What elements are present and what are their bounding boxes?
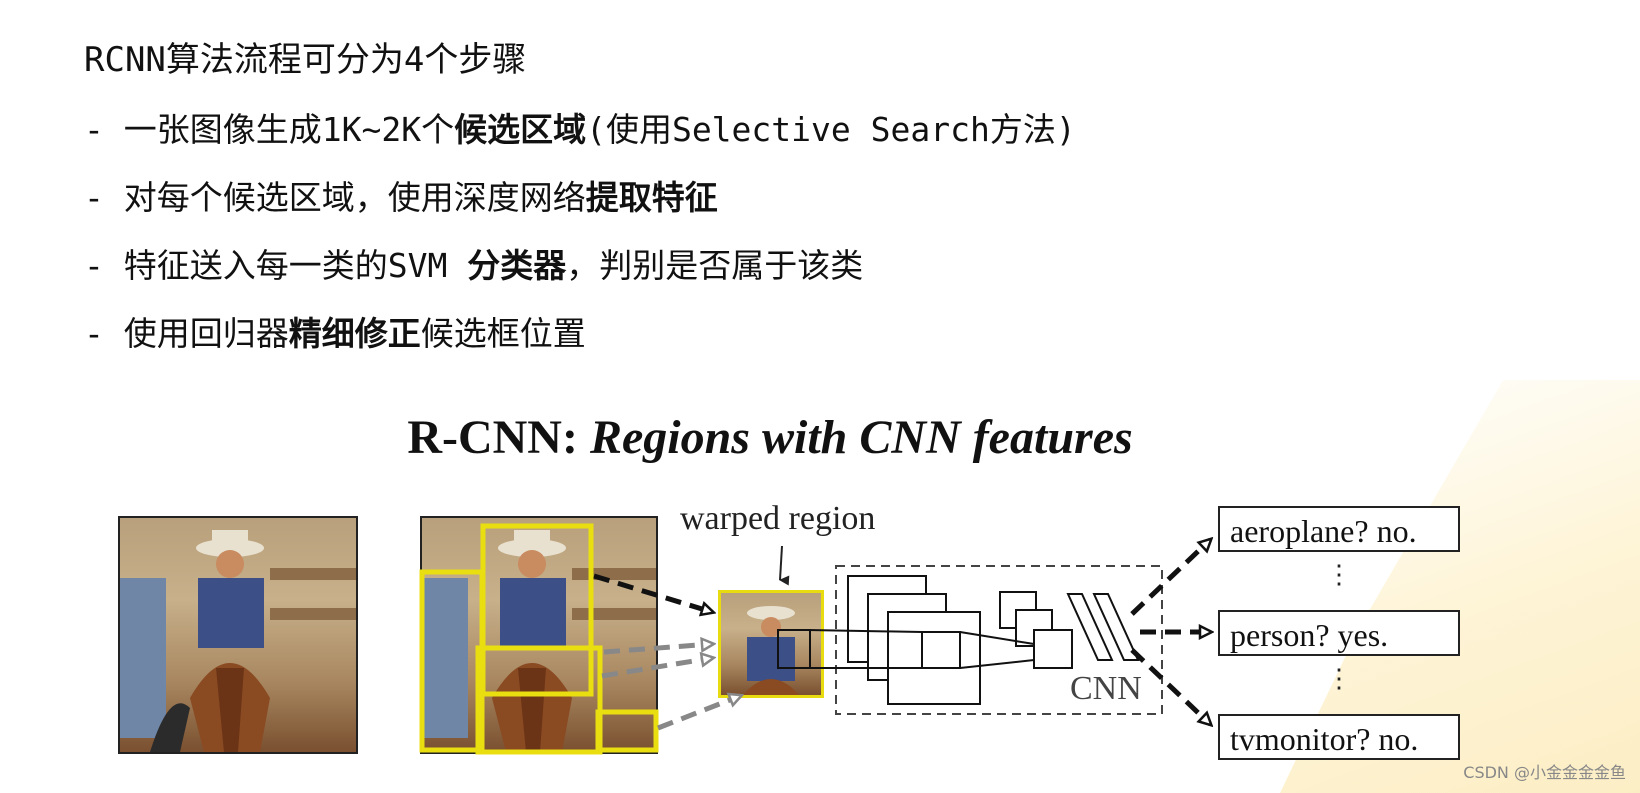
arrow-out-aeroplane xyxy=(1132,540,1210,614)
proposal-box-person xyxy=(483,526,591,694)
arrow-proposal-3 xyxy=(602,658,712,676)
warped-pointer-arrow xyxy=(780,546,782,580)
arrow-proposal-4 xyxy=(658,696,740,728)
warped-kernel xyxy=(778,630,810,668)
arrow-out-tvmonitor xyxy=(1132,650,1210,724)
watermark: CSDN @小金金金金鱼 xyxy=(1463,759,1626,783)
arrow-proposal-1 xyxy=(594,576,712,612)
proposal-box-fence xyxy=(422,572,482,750)
cnn-layer-3 xyxy=(888,612,980,704)
proposal-box-small xyxy=(598,712,656,750)
cnn-layer-6 xyxy=(1034,630,1072,668)
arrow-proposal-2 xyxy=(604,644,712,652)
proposal-box-horse xyxy=(478,648,600,752)
